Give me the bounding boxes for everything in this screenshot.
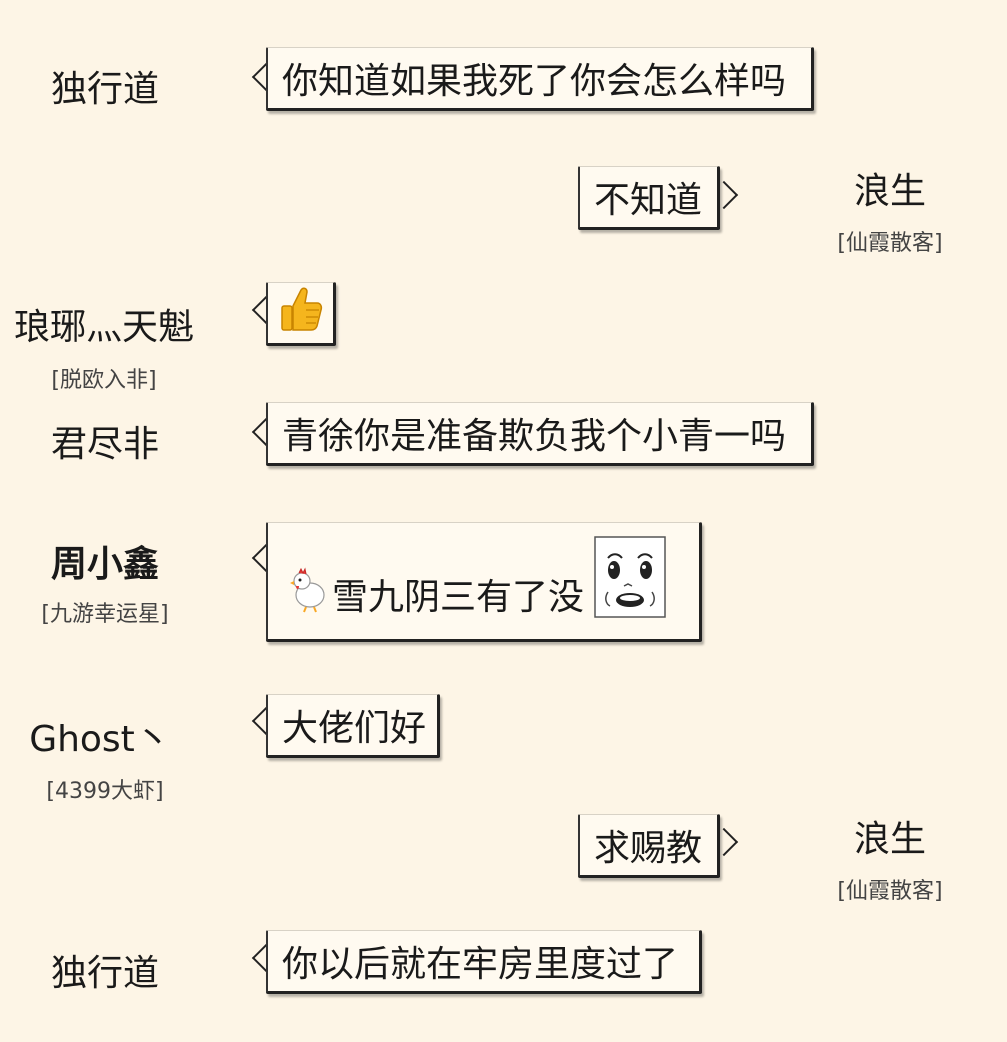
sender-name[interactable]: 琅琊灬天魁 xyxy=(13,307,194,348)
message-bubble[interactable]: 你以后就在牢房里度过了 xyxy=(266,930,702,994)
message-bubble[interactable]: 不知道 xyxy=(578,166,720,230)
sender-name[interactable]: 君尽非 xyxy=(50,424,159,465)
message-bubble[interactable]: 求赐教 xyxy=(578,814,720,878)
message-text: 你知道如果我死了你会怎么样吗 xyxy=(282,61,787,102)
message-text: 求赐教 xyxy=(594,828,703,869)
message-text: 雪九阴三有了没 xyxy=(332,577,585,618)
message-text: 不知道 xyxy=(594,180,703,221)
sender-title: [仙霞散客] xyxy=(837,231,943,256)
sender-name[interactable]: 独行道 xyxy=(50,69,159,110)
thumbs-up-icon xyxy=(279,286,323,341)
sender-name[interactable]: Ghost丶 xyxy=(29,719,171,760)
message-bubble[interactable]: 青徐你是准备欺负我个小青一吗 xyxy=(266,402,814,466)
message-bubble[interactable]: 你知道如果我死了你会怎么样吗 xyxy=(266,47,814,111)
message-text: 大佬们好 xyxy=(282,708,427,749)
message-bubble[interactable] xyxy=(266,282,336,346)
sender-name[interactable]: 独行道 xyxy=(50,953,159,994)
message-text: 你以后就在牢房里度过了 xyxy=(282,944,679,985)
sender-title: [脱欧入非] xyxy=(51,368,157,393)
sender-name[interactable]: 浪生 xyxy=(853,819,926,860)
sender-title: [九游幸运星] xyxy=(41,602,169,627)
message-text: 青徐你是准备欺负我个小青一吗 xyxy=(282,416,787,457)
sender-name[interactable]: 周小鑫 xyxy=(50,544,159,585)
chicken-icon xyxy=(290,566,328,622)
surprised-face-sticker-icon xyxy=(594,535,666,627)
sender-title: [4399大虾] xyxy=(46,779,164,804)
message-bubble[interactable]: 大佬们好 xyxy=(266,694,440,758)
message-bubble[interactable]: 雪九阴三有了没 xyxy=(266,522,702,642)
sender-title: [仙霞散客] xyxy=(837,879,943,904)
sender-name[interactable]: 浪生 xyxy=(853,171,926,212)
